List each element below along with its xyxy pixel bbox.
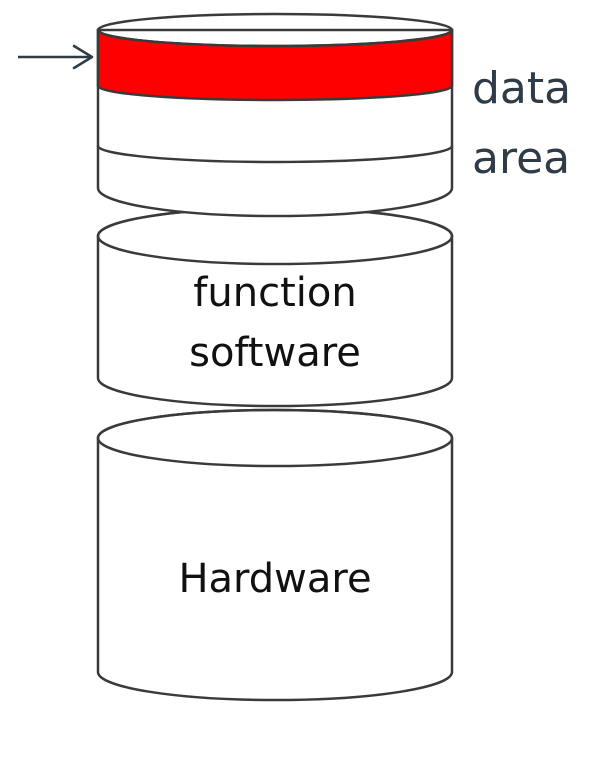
data-area-label-line2: area: [472, 133, 570, 184]
function-label-line1: function: [193, 270, 356, 316]
hardware-label: Hardware: [178, 556, 371, 602]
data-area-divider: [96, 144, 454, 164]
hardware-body: [96, 408, 454, 702]
pointer-arrow: [18, 44, 94, 70]
hardware-top-ellipse: [96, 408, 454, 468]
data-area-top-ellipse: [96, 12, 454, 48]
function-software-layer: function software: [96, 206, 454, 408]
arrow-head: [72, 44, 94, 70]
function-label-line2: software: [189, 330, 361, 376]
data-area-label-line1: data: [472, 63, 571, 114]
hardware-layer: Hardware: [96, 408, 454, 702]
data-area-layer: [96, 12, 454, 218]
